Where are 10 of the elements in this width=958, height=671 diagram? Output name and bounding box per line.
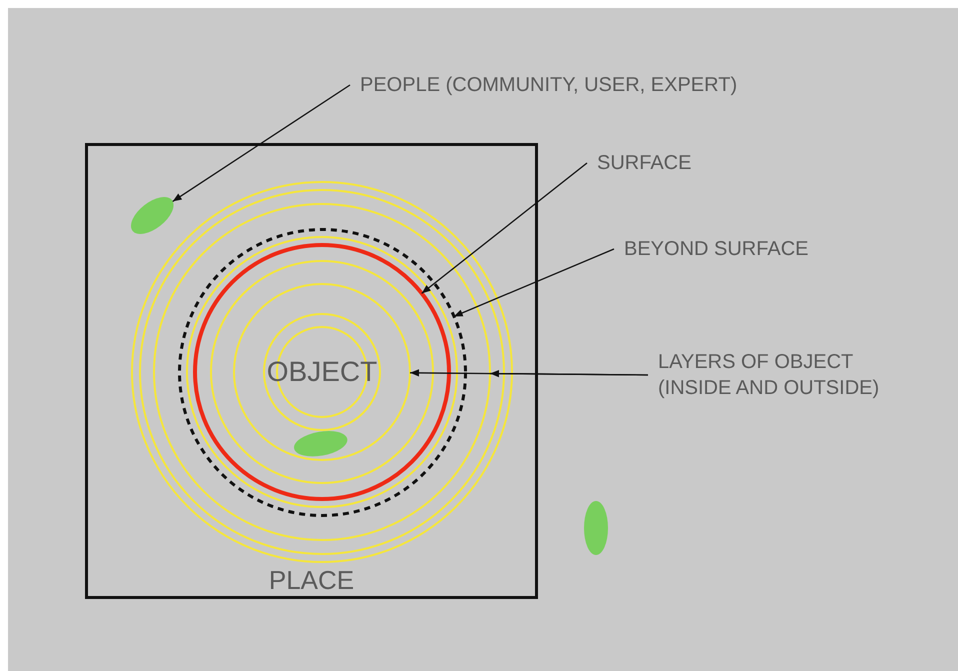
annotation-label: LAYERS OF OBJECT (INSIDE AND OUTSIDE) <box>658 349 893 401</box>
leader-arrow <box>421 162 588 294</box>
place-label: PLACE <box>268 565 356 596</box>
leader-arrow <box>490 370 648 378</box>
annotation-label: SURFACE <box>597 150 727 176</box>
leader-arrow <box>454 248 614 318</box>
leader-arrow <box>172 84 350 202</box>
annotation-label: PEOPLE (COMMUNITY, USER, EXPERT) <box>360 72 800 98</box>
annotation-label: BEYOND SURFACE <box>624 236 854 262</box>
place-frame <box>85 143 538 599</box>
